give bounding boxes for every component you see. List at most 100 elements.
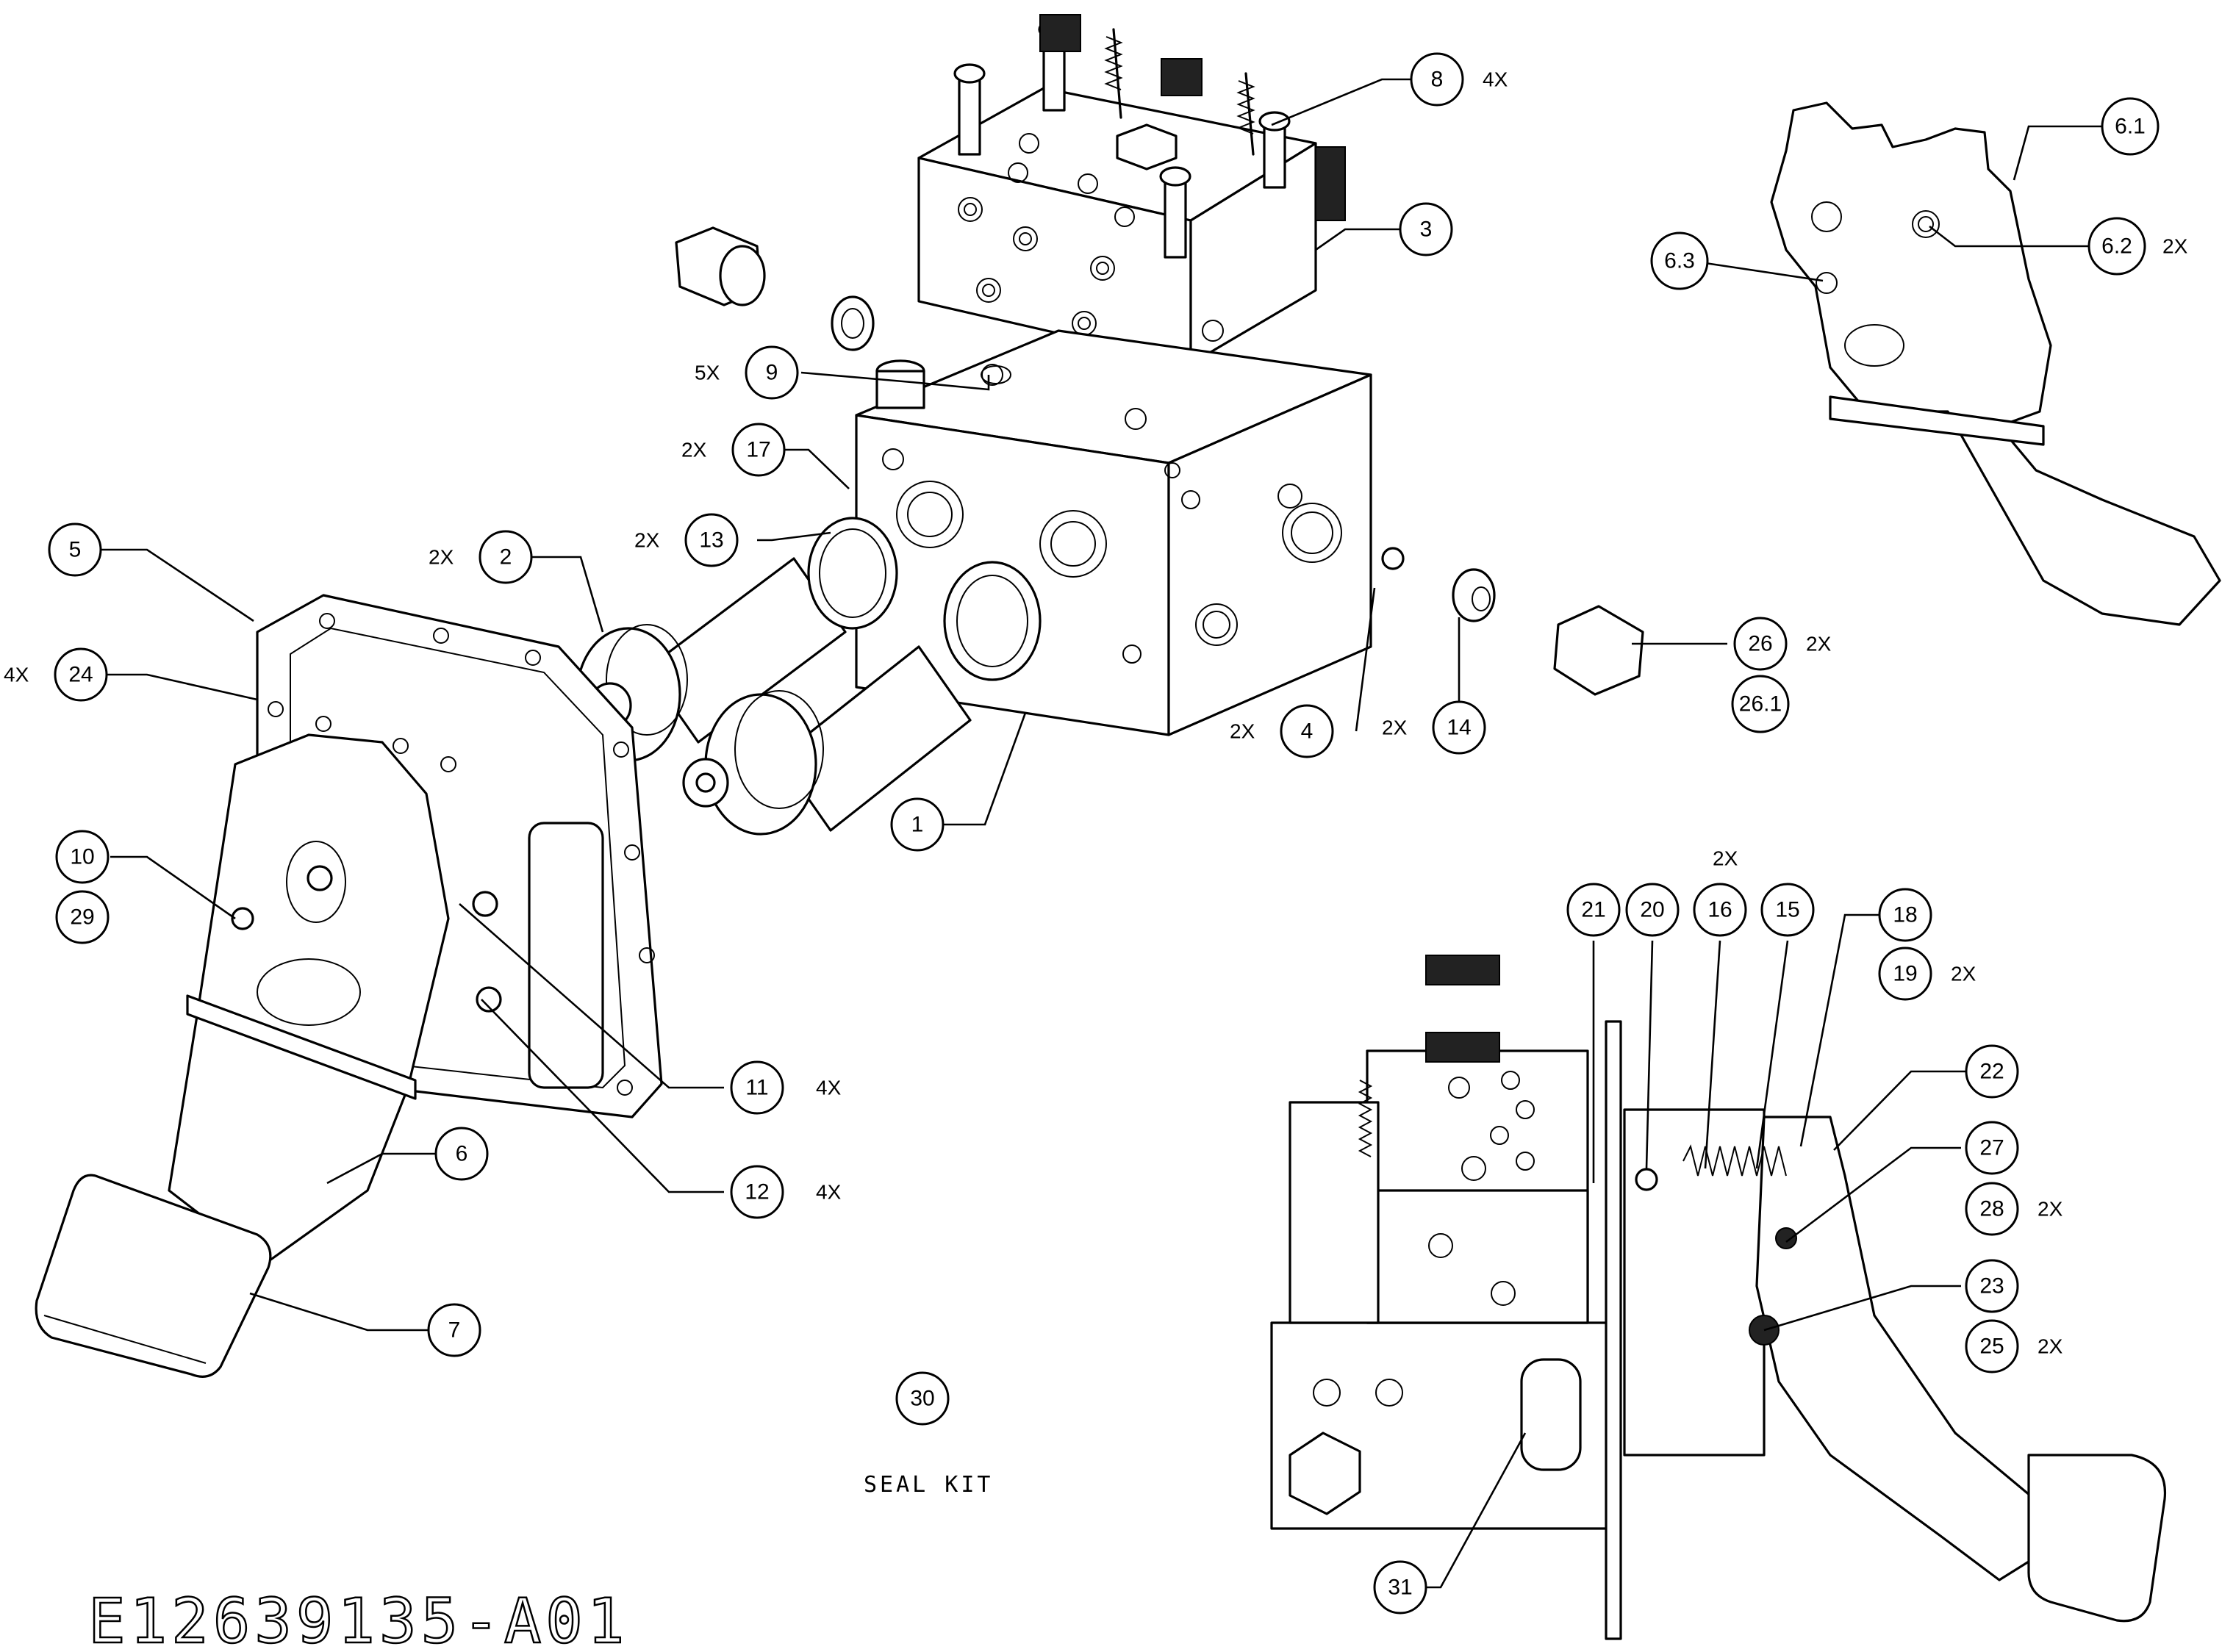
callout-quantity: 2X — [634, 529, 660, 552]
pedal-arm-part-6 — [168, 701, 502, 1265]
seal-kit-label: SEAL KIT — [864, 1472, 994, 1498]
callout-circle — [1280, 704, 1334, 758]
loose-fittings — [675, 226, 1644, 696]
callout-26-1: 26.1 — [1731, 675, 1790, 733]
callout-number: 27 — [1979, 1136, 2004, 1160]
callout-number: 7 — [448, 1318, 461, 1343]
callout-quantity: 2X — [1951, 963, 1976, 985]
callout-18: 18 — [1878, 888, 1932, 942]
group-qty-label: 2X — [1713, 847, 1738, 870]
callout-number: 30 — [910, 1387, 934, 1411]
callout-circle — [1373, 1560, 1427, 1615]
callout-13: 13 2X — [634, 513, 739, 567]
callout-circle — [890, 797, 945, 852]
callout-6-1: 6.1 — [2101, 97, 2160, 156]
callout-23: 23 — [1965, 1259, 2019, 1313]
callout-circle — [1731, 675, 1790, 733]
callout-circle — [1965, 1044, 2019, 1099]
callout-number: 14 — [1447, 716, 1471, 740]
callout-number: 31 — [1388, 1576, 1412, 1600]
callout-number: 10 — [70, 845, 94, 869]
callout-quantity: 4X — [816, 1181, 842, 1204]
callout-number: 4 — [1301, 719, 1314, 744]
callout-20: 20 — [1625, 883, 1680, 937]
callout-circle — [730, 1165, 784, 1219]
callout-quantity: 2X — [1230, 720, 1255, 743]
callout-circle — [1878, 888, 1932, 942]
callout-circle — [1760, 883, 1815, 937]
callout-number: 20 — [1640, 898, 1664, 922]
callout-number: 3 — [1420, 218, 1433, 242]
callout-5: 5 — [48, 522, 102, 577]
callout-number: 5 — [69, 538, 82, 562]
master-cylinder-body-part-1 — [855, 329, 1372, 736]
callout-circle — [1878, 947, 1932, 1001]
callout-quantity: 4X — [1483, 68, 1508, 91]
callout-circle — [1965, 1319, 2019, 1373]
callout-circle — [1965, 1259, 2019, 1313]
callout-10: 10 — [55, 830, 110, 884]
callout-15: 15 — [1760, 883, 1815, 937]
valve-block-part-3 — [917, 14, 1346, 365]
callout-number: 1 — [911, 813, 924, 837]
callout-circle — [1693, 883, 1747, 937]
callout-30: 30 — [895, 1371, 950, 1426]
callout-circle — [684, 513, 739, 567]
callout-number: 26.1 — [1739, 692, 1782, 717]
callout-circle — [479, 530, 533, 584]
callout-1: 1 — [890, 797, 945, 852]
callout-circle — [1965, 1182, 2019, 1236]
callout-circle — [731, 423, 786, 477]
callout-quantity: 2X — [2162, 235, 2188, 258]
callout-circle — [434, 1127, 489, 1181]
callout-number: 6.2 — [2101, 234, 2132, 259]
callout-circle — [1410, 52, 1464, 107]
callout-22: 22 — [1965, 1044, 2019, 1099]
callout-quantity: 2X — [681, 439, 707, 462]
callout-circle — [1733, 617, 1788, 671]
callout-circle — [1625, 883, 1680, 937]
callout-2: 22X — [429, 530, 533, 584]
callout-6-2: 6.2 2X — [2087, 217, 2188, 276]
callout-quantity: 4X — [816, 1077, 842, 1099]
callout-number: 17 — [746, 438, 770, 462]
callout-number: 21 — [1581, 898, 1605, 922]
callout-circle — [730, 1060, 784, 1115]
callout-circle — [895, 1371, 950, 1426]
pedal-arm-part-6-1 — [1770, 101, 2221, 626]
callout-29: 29 — [55, 890, 110, 944]
callout-7: 7 — [427, 1303, 481, 1357]
callout-number: 13 — [699, 528, 723, 553]
callout-number: 15 — [1775, 898, 1799, 922]
callout-6: 6 — [434, 1127, 489, 1181]
callout-number: 24 — [68, 663, 93, 687]
callout-quantity: 2X — [2038, 1198, 2063, 1221]
callout-circle — [2087, 217, 2146, 276]
callout-number: 22 — [1979, 1060, 2004, 1084]
callout-number: 18 — [1893, 903, 1917, 927]
callout-number: 11 — [745, 1076, 768, 1100]
callout-number: 9 — [766, 361, 778, 385]
pedal-pad-part-7 — [35, 1174, 272, 1378]
callout-number: 16 — [1707, 898, 1732, 922]
callout-circle — [2101, 97, 2160, 156]
callout-31: 31 — [1373, 1560, 1427, 1615]
callout-number: 19 — [1893, 962, 1917, 986]
callout-3: 3 — [1399, 202, 1453, 256]
callout-circle — [1432, 700, 1486, 755]
callout-number: 6.3 — [1664, 249, 1695, 273]
callout-11: 11 4X — [730, 1060, 842, 1115]
callout-19: 19 2X — [1878, 947, 1976, 1001]
callout-9: 95X — [695, 345, 799, 400]
callout-circle — [55, 830, 110, 884]
callout-number: 25 — [1979, 1335, 2004, 1359]
